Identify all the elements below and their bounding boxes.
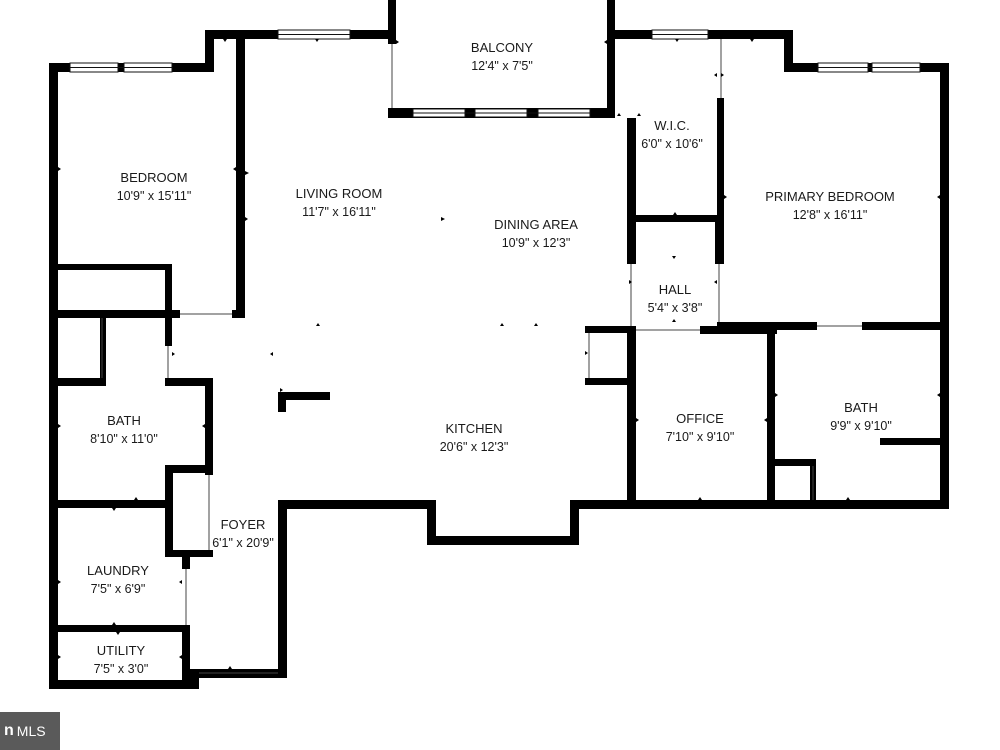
office-name: OFFICE [676,411,724,426]
living-room-dim: 11'7" x 16'11" [302,205,376,219]
balcony-name: BALCONY [471,40,533,55]
wic-dim: 6'0" x 10'6" [641,137,703,151]
bath-dim: 8'10" x 11'0" [90,432,158,446]
bedroom-dim: 10'9" x 15'11" [117,189,192,203]
kitchen-dim: 20'6" x 12'3" [440,440,509,454]
balcony-dim: 12'4" x 7'5" [471,59,533,73]
wall-markers [58,39,940,669]
mls-watermark: n MLS [0,712,60,750]
utility-dim: 7'5" x 3'0" [94,662,149,676]
wic-name: W.I.C. [654,118,689,133]
primary-bath-name: BATH [844,400,878,415]
primary-bedroom-name: PRIMARY BEDROOM [765,189,895,204]
door-openings [101,39,862,674]
dining-area-name: DINING AREA [494,217,578,232]
mls-text: MLS [16,723,46,739]
hall-name: HALL [659,282,692,297]
foyer-name: FOYER [221,517,266,532]
bedroom-name: BEDROOM [120,170,187,185]
bath-name: BATH [107,413,141,428]
dining-area-dim: 10'9" x 12'3" [502,236,571,250]
laundry-dim: 7'5" x 6'9" [91,582,146,596]
windows [69,29,921,118]
kitchen-name: KITCHEN [445,421,502,436]
utility-name: UTILITY [97,643,146,658]
room-labels: BALCONY 12'4" x 7'5" BEDROOM 10'9" x 15'… [87,40,895,676]
interior-walls [58,39,949,689]
primary-bath-dim: 9'9" x 9'10" [830,419,892,433]
office-dim: 7'10" x 9'10" [666,430,735,444]
laundry-name: LAUNDRY [87,563,149,578]
primary-bedroom-dim: 12'8" x 16'11" [793,208,868,222]
mls-logo-icon: n [4,722,14,739]
hall-dim: 5'4" x 3'8" [648,301,703,315]
foyer-dim: 6'1" x 20'9" [212,536,274,550]
exterior-walls [49,0,949,689]
living-room-name: LIVING ROOM [296,186,383,201]
